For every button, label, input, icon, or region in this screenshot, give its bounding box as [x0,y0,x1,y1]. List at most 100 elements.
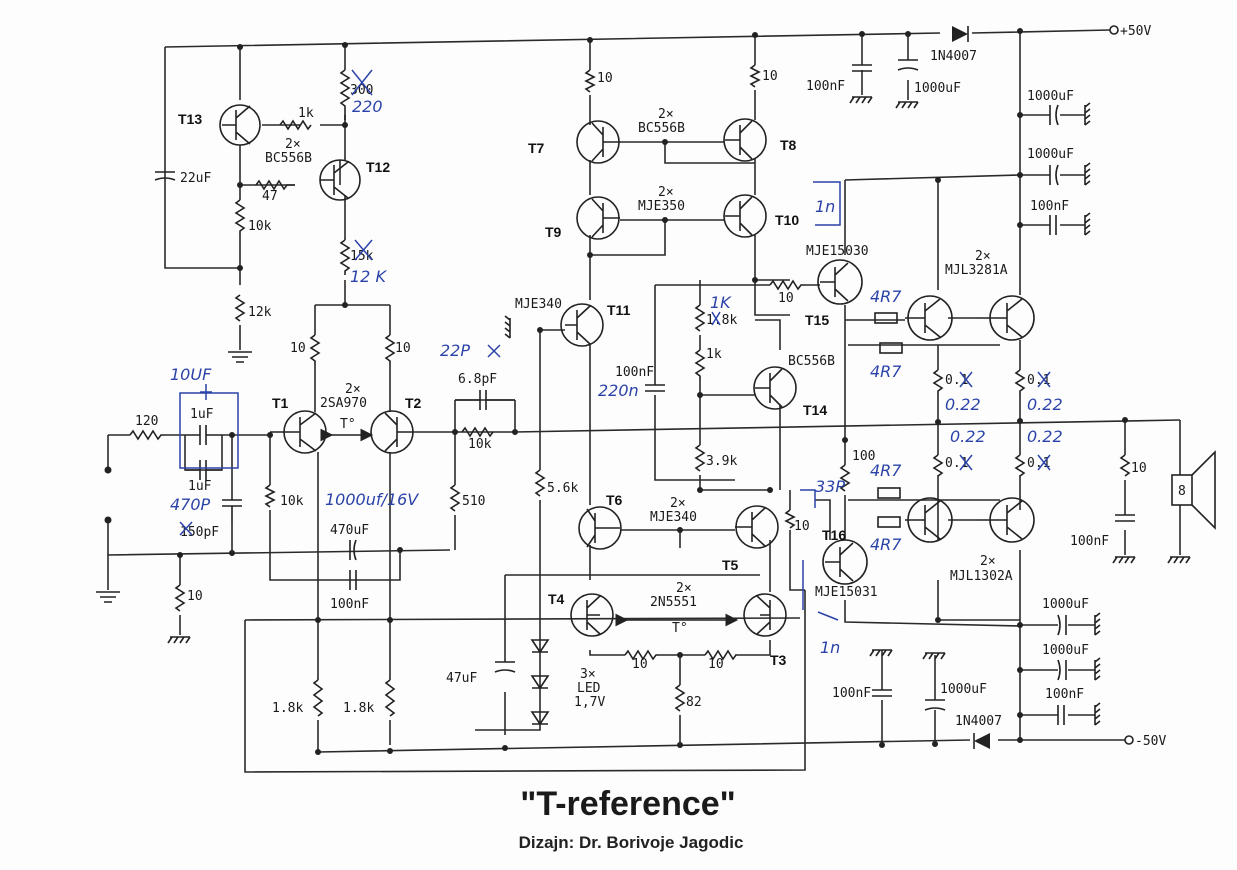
label-part: BC556B [265,151,312,166]
label-qty: 2× [658,185,674,200]
value-label: 10 [395,341,411,356]
resistor-10k-fb [461,426,494,438]
value-label: 0.1 [1027,456,1050,471]
value-label: 1.8k [272,701,303,716]
transistor-t7 [576,120,620,164]
label-led-qty: 3× [580,667,596,682]
resistor-15k [339,239,351,275]
value-label: 100nF [1030,199,1069,214]
transistor-t13 [219,104,261,146]
diagram-title: "T-reference" [520,785,736,823]
diagram-subtitle: Dizajn: Dr. Borivoje Jagodic [519,833,744,852]
annotation: 0.22 [945,395,981,414]
label-qty: 2× [975,249,991,264]
ground-symbol [1112,556,1136,564]
value-label: 10k [248,219,272,234]
value-label: 1uF [190,407,214,422]
value-label: 10 [794,519,810,534]
label-t12: T12 [366,159,390,175]
capacitor-470uf [349,539,357,561]
value-label: 1000uF [1042,643,1089,658]
label-rail-pos: +50V [1120,24,1151,39]
capacitor-100nf-zobel [1115,514,1135,522]
value-label: 47 [262,189,278,204]
label-qty: 2× [980,554,996,569]
transistor-t3 [743,593,787,637]
capacitor-47uf [494,661,516,673]
value-label: 100nF [330,597,369,612]
value-label: 10 [597,71,613,86]
value-label: 5.6k [547,481,578,496]
annotation: 4R7 [870,461,902,480]
capacitor-100nf-bot [872,689,892,697]
value-label: 10 [778,291,794,306]
value-label: 100nF [1070,534,1109,549]
value-label: 1000uF [914,81,961,96]
ground-symbol [1094,702,1101,726]
capacitor-1uf-a [185,425,222,445]
diode-icon [952,26,968,42]
transistor-t11 [560,303,604,347]
value-label: 3.9k [706,454,737,469]
annotation: 0.22 [1027,427,1063,446]
label-t10: T10 [775,212,799,228]
annotation: 0.22 [1027,395,1063,414]
annotation: 22P [440,341,470,360]
value-label: 10 [290,341,306,356]
label-led-v: 1,7V [574,695,605,710]
annotation: 1n [815,197,835,216]
transistor-t10-driver [817,259,863,305]
resistor-47 [255,179,295,191]
value-label: 1000uF [1027,89,1074,104]
annotation: 12 K [350,267,387,286]
wiring [107,29,1181,773]
capacitor-22uf [154,171,176,181]
value-label: 1000uF [1027,147,1074,162]
grounds [96,96,1191,726]
label-qty: 2× [345,382,361,397]
annotation: 33P [815,477,845,496]
label-t4: T4 [548,591,565,607]
resistor-1-8k-t14 [694,304,706,332]
annotation: 1K [710,293,732,312]
resistor-5-6k [534,469,546,497]
resistor-1k-t13 [279,119,312,131]
value-label: 10 [632,657,648,672]
label-part: MJE350 [638,199,685,214]
transistor-t15 [905,295,953,341]
transistor-t6 [578,506,622,550]
value-label: 470uF [330,523,369,538]
label-part: MJE340 [515,297,562,312]
transistor-t12 [319,159,361,201]
ground-symbol [1094,612,1101,636]
label-qty: 2× [658,107,674,122]
resistor-1-8k-a [312,679,324,717]
part-labels: 2× BC556B 2× BC556B 2× MJE350 MJE340 2× … [265,24,1186,749]
value-label: 1k [706,347,722,362]
resistor-510 [449,484,461,512]
value-label: 120 [135,414,158,429]
value-labels: 300 1k 47 10k 15k 12k 10 10 120 10k 10k … [135,69,1147,716]
resistor-10-t3 [704,649,737,661]
transistor-t2 [370,410,414,454]
resistor-4r7-box [877,516,901,528]
resistor-12k [234,294,246,322]
value-label: 82 [686,695,702,710]
label-t15: T15 [805,312,829,328]
transistors [219,104,1035,637]
capacitor-1uf-b [185,460,222,480]
ground-symbol [167,636,191,644]
transistor-t16 [822,539,868,585]
label-t8: T8 [780,137,797,153]
label-qty: 2× [676,581,692,596]
value-label: 10k [468,437,492,452]
resistor-0-1-b [1014,369,1026,395]
ground-symbol [1084,162,1091,186]
ground-symbol [1084,212,1091,236]
capacitor-1000uf-r2 [1049,164,1059,186]
ground-symbol [1167,556,1191,564]
annotation: 4R7 [870,362,902,381]
value-label: 10 [708,657,724,672]
capacitor-1000uf-r1 [1049,104,1059,126]
label-t16: T16 [822,527,846,543]
